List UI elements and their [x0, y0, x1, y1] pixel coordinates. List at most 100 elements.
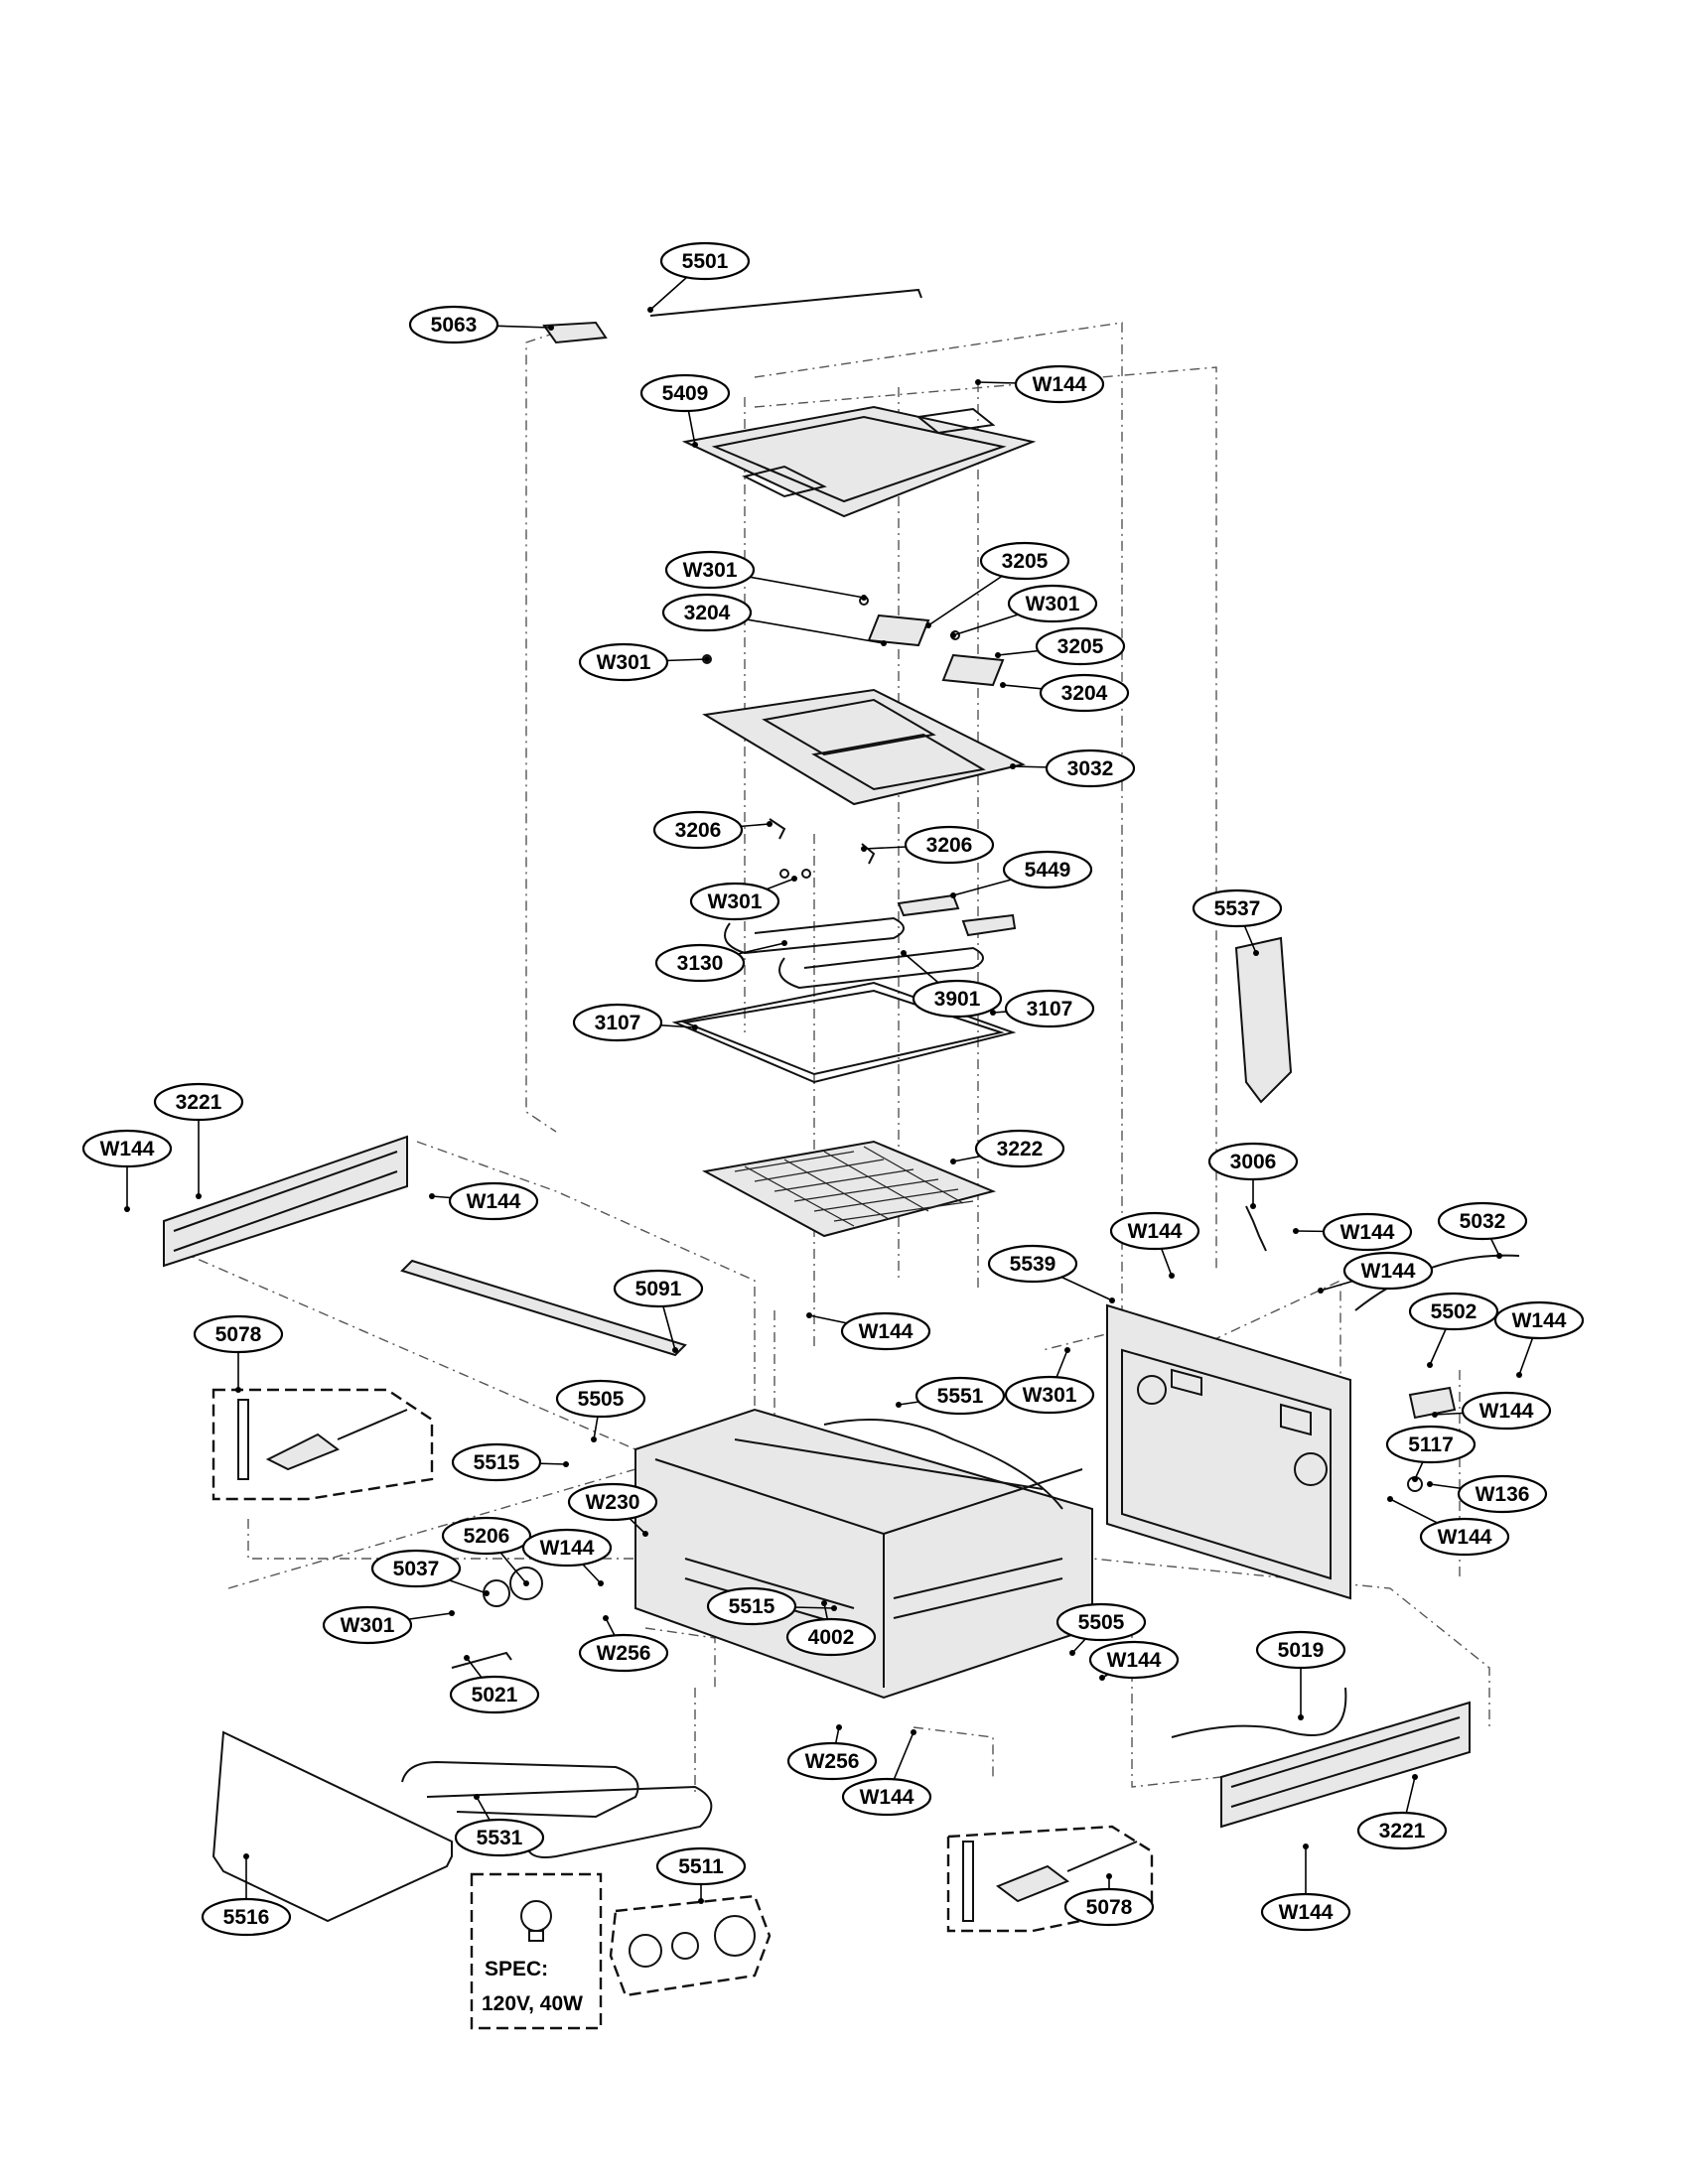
leader-tip-3006	[1250, 1203, 1256, 1209]
callout-W144-h[interactable]: W144	[840, 1311, 931, 1351]
part-3006-spring	[1245, 1205, 1267, 1252]
callout-3205-a[interactable]: 3205	[979, 541, 1070, 581]
callout-W144-n[interactable]: W144	[1260, 1892, 1351, 1932]
callout-oval	[689, 882, 780, 921]
callout-oval	[572, 1003, 663, 1042]
callout-text: 3204	[1061, 682, 1108, 705]
leader-tip-5515-b	[831, 1605, 837, 1611]
leader-tip-5021	[464, 1655, 470, 1661]
callout-oval	[1457, 1474, 1548, 1514]
callout-4002[interactable]: 4002	[785, 1617, 877, 1657]
callout-5409[interactable]: 5409	[639, 373, 731, 413]
callout-W144-i[interactable]: W144	[1461, 1391, 1552, 1431]
callout-W301-d[interactable]: W301	[689, 882, 780, 921]
callout-W136[interactable]: W136	[1457, 1474, 1548, 1514]
callout-text: 3107	[595, 1012, 641, 1034]
part-5531-bake-element	[401, 1760, 713, 1858]
callout-5091[interactable]: 5091	[613, 1269, 704, 1308]
callout-3204-b[interactable]: 3204	[1039, 673, 1130, 713]
callout-3221-a[interactable]: 3221	[153, 1082, 244, 1122]
callout-5078-a[interactable]: 5078	[193, 1314, 284, 1354]
callout-5037[interactable]: 5037	[370, 1549, 462, 1588]
callout-W144-g[interactable]: W144	[1493, 1300, 1585, 1340]
part-3107-gasket	[671, 981, 1017, 1084]
callout-5021[interactable]: 5021	[449, 1675, 540, 1714]
alignment-lines	[178, 322, 1490, 1797]
callout-W301-a[interactable]: W301	[664, 550, 756, 590]
callout-5539[interactable]: 5539	[987, 1244, 1078, 1284]
callout-3130[interactable]: 3130	[654, 943, 746, 983]
callout-3032[interactable]: 3032	[1045, 749, 1136, 788]
callout-oval	[578, 642, 669, 682]
callout-5516[interactable]: 5516	[201, 1897, 292, 1937]
callout-oval	[1419, 1517, 1510, 1557]
callout-5019[interactable]: 5019	[1255, 1630, 1346, 1670]
leader-tip-5206	[523, 1580, 529, 1586]
callout-5505-a[interactable]: 5505	[555, 1379, 646, 1419]
callout-5505-b[interactable]: 5505	[1055, 1602, 1147, 1642]
leader-tip-W256-b	[836, 1724, 842, 1730]
callout-oval	[613, 1269, 704, 1308]
callout-W256-b[interactable]: W256	[786, 1741, 878, 1781]
callout-3206-b[interactable]: 3206	[904, 825, 995, 865]
leader-tip-3107-a	[692, 1024, 698, 1030]
callout-5551[interactable]: 5551	[914, 1376, 1006, 1416]
callout-3901[interactable]: 3901	[912, 979, 1003, 1019]
callout-5206[interactable]: 5206	[441, 1516, 532, 1556]
callout-5032[interactable]: 5032	[1437, 1201, 1528, 1241]
callout-3006[interactable]: 3006	[1207, 1142, 1299, 1181]
callout-5537[interactable]: 5537	[1192, 888, 1283, 928]
callout-text: 5091	[635, 1278, 682, 1300]
callout-oval	[1461, 1391, 1552, 1431]
callout-W301-b[interactable]: W301	[1007, 584, 1098, 623]
callout-text: W230	[586, 1491, 640, 1514]
callout-text: 3205	[1002, 550, 1049, 573]
callout-5449[interactable]: 5449	[1002, 850, 1093, 889]
callout-W144-d[interactable]: W144	[1109, 1211, 1200, 1251]
callout-3205-b[interactable]: 3205	[1035, 626, 1126, 666]
callout-W144-b[interactable]: W144	[81, 1129, 173, 1168]
callout-5531[interactable]: 5531	[454, 1818, 545, 1857]
callout-5078-b[interactable]: 5078	[1063, 1887, 1155, 1927]
callout-oval	[904, 825, 995, 865]
callout-5515-a[interactable]: 5515	[451, 1442, 542, 1482]
callout-5502[interactable]: 5502	[1408, 1292, 1499, 1331]
callout-5501[interactable]: 5501	[659, 241, 751, 281]
callout-oval	[193, 1314, 284, 1354]
callout-oval	[1063, 1887, 1155, 1927]
callout-3221-b[interactable]: 3221	[1356, 1811, 1448, 1850]
callout-W301-e[interactable]: W301	[1004, 1375, 1095, 1415]
group-box-5511	[609, 1894, 772, 1997]
callout-W144-l[interactable]: W144	[1088, 1640, 1180, 1680]
callout-W144-j[interactable]: W144	[1419, 1517, 1510, 1557]
callout-W144-a[interactable]: W144	[1014, 364, 1105, 404]
callout-W144-e[interactable]: W144	[1322, 1212, 1413, 1252]
callout-5511[interactable]: 5511	[655, 1846, 747, 1886]
callout-3107-a[interactable]: 3107	[572, 1003, 663, 1042]
callout-text: 5505	[1078, 1611, 1125, 1634]
callout-3222[interactable]: 3222	[974, 1129, 1065, 1168]
callout-3107-b[interactable]: 3107	[1004, 989, 1095, 1028]
callout-W256-a[interactable]: W256	[578, 1633, 669, 1673]
leader-tip-3221-a	[196, 1193, 202, 1199]
callout-text: W144	[1438, 1526, 1492, 1549]
callout-W144-f[interactable]: W144	[1342, 1251, 1434, 1291]
callout-5117[interactable]: 5117	[1385, 1425, 1477, 1464]
callout-W144-m[interactable]: W144	[841, 1777, 932, 1817]
leader-tip-5501	[647, 307, 653, 313]
callout-W144-c[interactable]: W144	[448, 1181, 539, 1221]
callout-3206-a[interactable]: 3206	[652, 810, 744, 850]
callout-W230[interactable]: W230	[567, 1482, 658, 1522]
part-5091-strip	[400, 1259, 687, 1357]
callout-text: W301	[597, 651, 651, 674]
leader-tip-5502	[1427, 1362, 1433, 1368]
callout-W144-k[interactable]: W144	[521, 1528, 613, 1568]
callout-3204-a[interactable]: 3204	[661, 593, 753, 632]
callout-text: 3222	[997, 1138, 1044, 1160]
callout-W301-f[interactable]: W301	[322, 1605, 413, 1645]
callout-5515-b[interactable]: 5515	[706, 1586, 797, 1626]
leader-tip-W144-c	[429, 1193, 435, 1199]
part-3221-right-rail	[1220, 1701, 1471, 1829]
callout-W301-c[interactable]: W301	[578, 642, 669, 682]
callout-5063[interactable]: 5063	[408, 305, 499, 344]
